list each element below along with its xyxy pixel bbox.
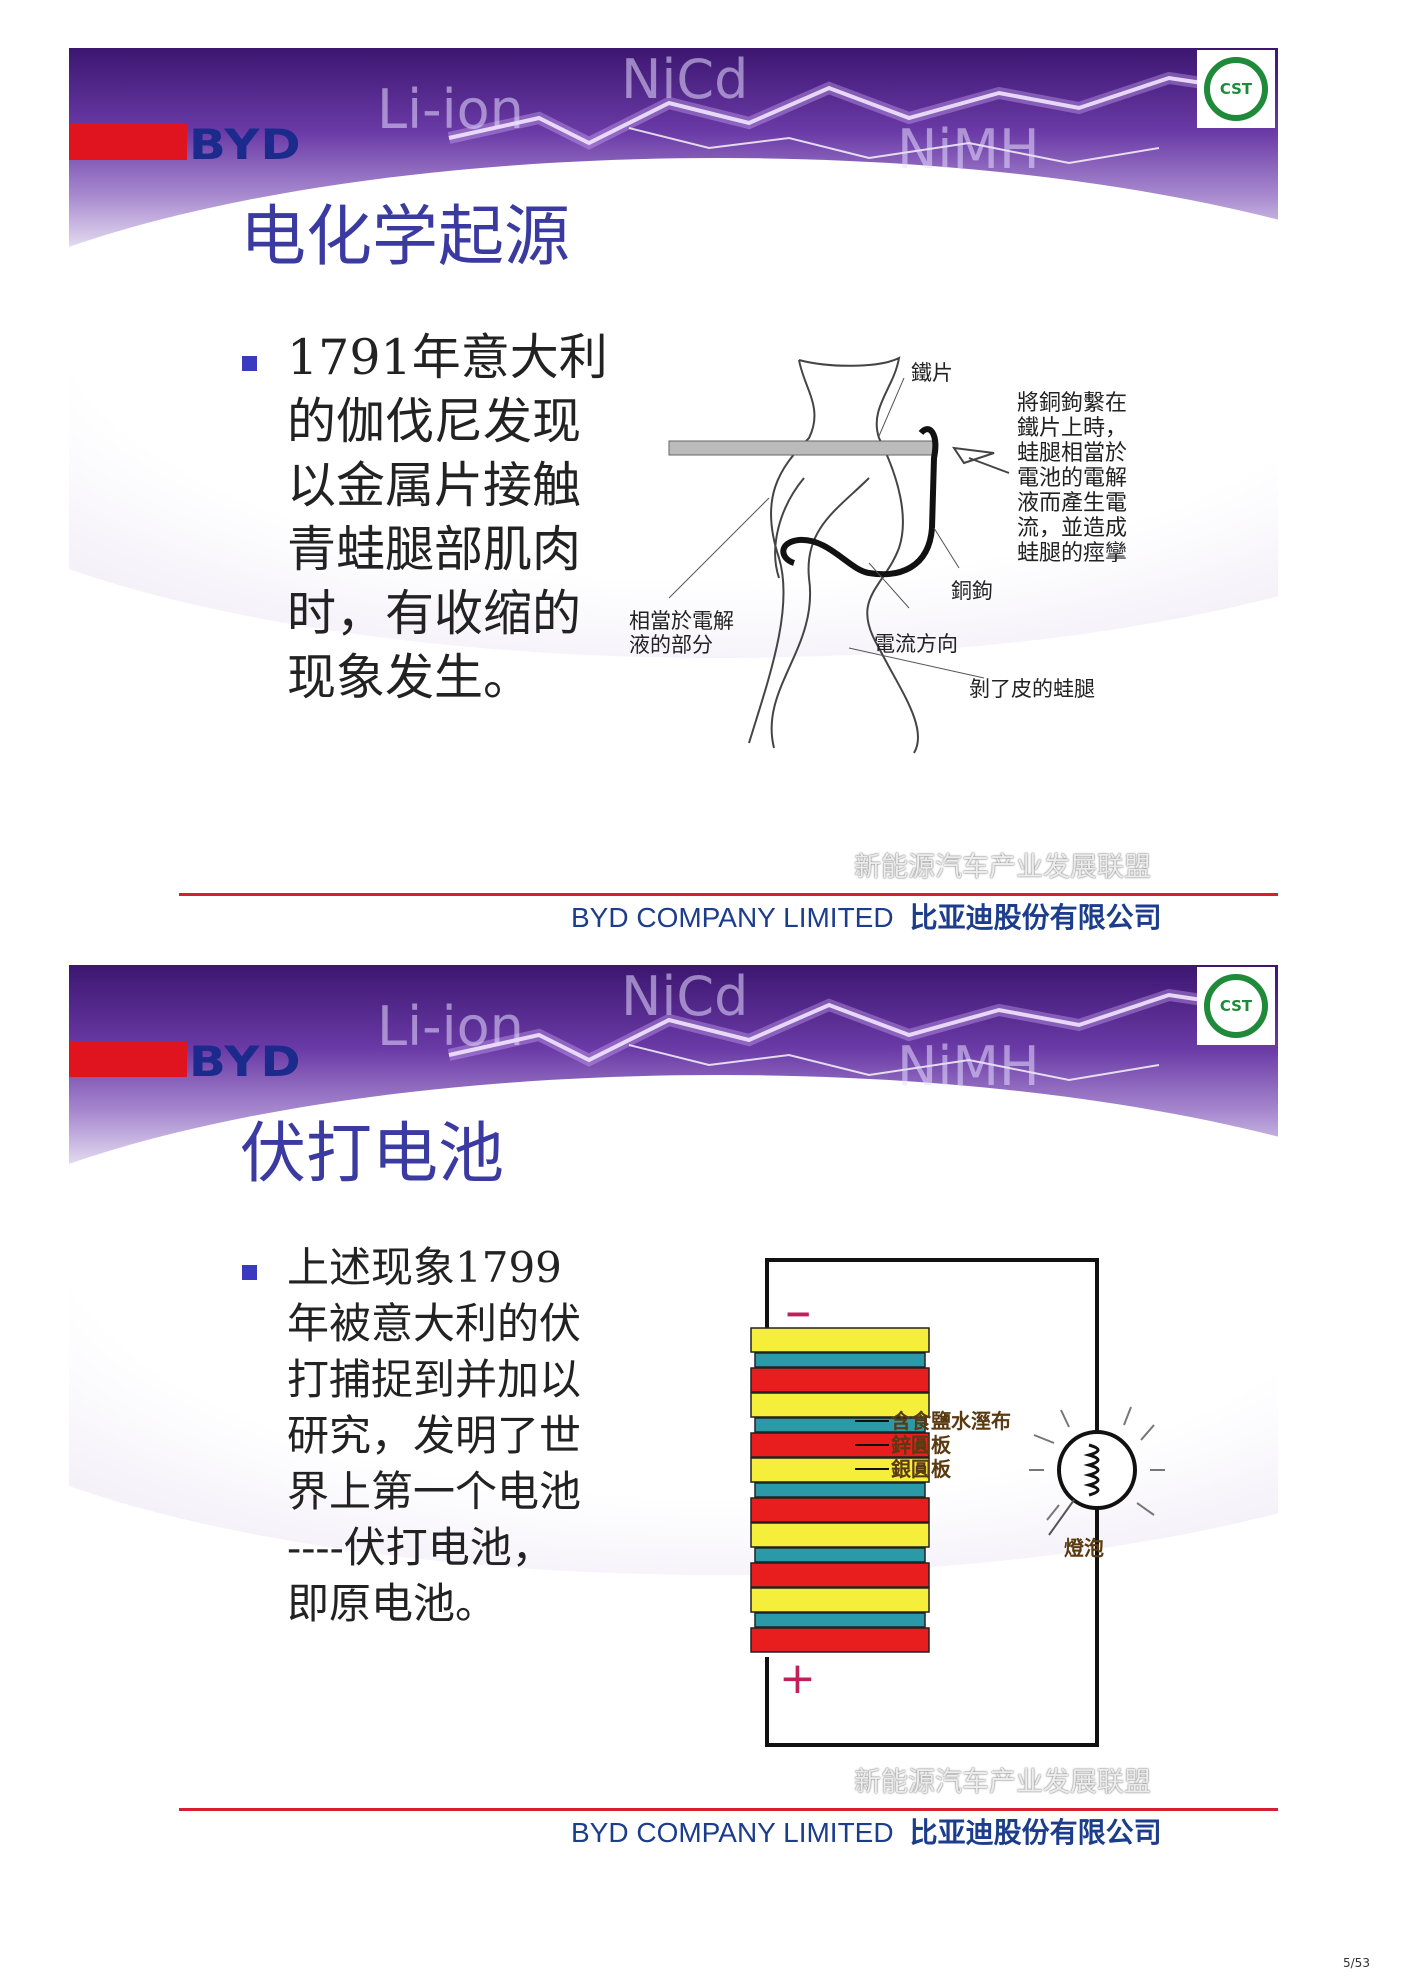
label-bulb: 燈泡 bbox=[1064, 1536, 1104, 1560]
bullet-text: 1791年意大利 的伽伐尼发现 以金属片接触 青蛙腿部肌肉 时，有收缩的 现象发… bbox=[287, 329, 608, 706]
lightning-decoration bbox=[447, 71, 1270, 165]
watermark: 新能源汽车产业发展联盟 bbox=[854, 852, 1151, 883]
footer-divider bbox=[179, 1808, 1278, 1811]
pile-layer-cloth bbox=[754, 1612, 926, 1628]
label-current-direction: 電流方向 bbox=[874, 632, 958, 656]
pile-layer-silver bbox=[750, 1457, 930, 1483]
galvani-frog-diagram: 鐵片 銅鉤 電流方向 剝了皮的蛙腿 相當於電解 液的部分 將銅鉤繫在 鐵片上時，… bbox=[629, 356, 1127, 754]
red-accent-bar bbox=[69, 124, 187, 160]
label-skinned-frog-leg: 剝了皮的蛙腿 bbox=[969, 677, 1095, 701]
bullet-text: 上述现象1799 年被意大利的伏 打捕捉到并加以 研究，发明了世 界上第一个电池… bbox=[287, 1243, 582, 1628]
svg-text:蛙腿的痙攣: 蛙腿的痙攣 bbox=[1017, 541, 1127, 566]
pile-layer-zinc bbox=[750, 1627, 930, 1653]
plus-terminal: + bbox=[779, 1653, 816, 1704]
svg-text:蛙腿相當於: 蛙腿相當於 bbox=[1017, 441, 1127, 466]
pile-layer-zinc bbox=[750, 1432, 930, 1458]
light-bulb-icon bbox=[1029, 1406, 1165, 1536]
red-accent-bar bbox=[69, 1041, 187, 1077]
pile-layer-silver bbox=[750, 1327, 930, 1353]
bullet-icon bbox=[242, 1265, 257, 1280]
byd-logo: BYD bbox=[189, 120, 302, 169]
label-electrolyte-part: 相當於電解 bbox=[629, 609, 734, 633]
pile-layer-cloth bbox=[754, 1547, 926, 1563]
cst-certification-logo: CST bbox=[1197, 50, 1275, 128]
svg-text:電池的電解: 電池的電解 bbox=[1017, 466, 1127, 491]
svg-text:鐵片上時，: 鐵片上時， bbox=[1017, 416, 1127, 441]
ghost-word-li-ion: Li-ion bbox=[377, 78, 524, 141]
pile-layer-zinc bbox=[750, 1562, 930, 1588]
slide-2: Li-ion NiCd NiMH BYD CST 伏打电池 上述现象1799 年… bbox=[69, 965, 1278, 1870]
label-saltwater-cloth: 含食鹽水溼布 bbox=[891, 1409, 1011, 1433]
voltaic-pile-diagram: − + 含食鹽水溼布 鋅圓板 銀圓板 燈泡 bbox=[750, 1258, 1165, 1747]
pile-layer-cloth bbox=[754, 1482, 926, 1498]
label-silver-disc: 銀圓板 bbox=[891, 1457, 952, 1481]
svg-text:液而產生電: 液而產生電 bbox=[1017, 491, 1127, 516]
ghost-word-nicd: NiCd bbox=[621, 48, 749, 111]
pile-layer-silver bbox=[750, 1522, 930, 1548]
pile-layer-zinc bbox=[750, 1497, 930, 1523]
ghost-word-nimh: NiMH bbox=[897, 1035, 1040, 1098]
ghost-word-li-ion: Li-ion bbox=[377, 995, 524, 1058]
footer-divider bbox=[179, 893, 1278, 896]
bullet-icon bbox=[242, 356, 257, 371]
slide-1: Li-ion NiCd NiMH BYD CST 电化学起源 1791年意大利 … bbox=[69, 48, 1278, 948]
pile-layer-zinc bbox=[750, 1367, 930, 1393]
watermark: 新能源汽车产业发展联盟 bbox=[854, 1767, 1151, 1798]
lightning-decoration bbox=[447, 988, 1270, 1082]
byd-logo: BYD bbox=[189, 1037, 302, 1086]
slide-title: 电化学起源 bbox=[240, 198, 570, 275]
pile-layer-silver bbox=[750, 1587, 930, 1613]
slide-title: 伏打电池 bbox=[240, 1115, 504, 1192]
pile-layer-cloth bbox=[754, 1352, 926, 1368]
slide-header-banner: Li-ion NiCd NiMH bbox=[69, 48, 1278, 658]
battery-stack bbox=[750, 1327, 930, 1653]
slide-header-banner: Li-ion NiCd NiMH bbox=[69, 965, 1278, 1575]
ghost-word-nimh: NiMH bbox=[897, 118, 1040, 181]
page-number: 5/53 bbox=[1343, 1956, 1370, 1970]
svg-text:將銅鉤繫在: 將銅鉤繫在 bbox=[1017, 391, 1127, 416]
svg-text:流，並造成: 流，並造成 bbox=[1017, 516, 1127, 541]
label-zinc-disc: 鋅圓板 bbox=[891, 1433, 952, 1457]
label-copper-hook: 銅鉤 bbox=[951, 579, 993, 603]
diagram-note: 將銅鉤繫在 鐵片上時， 蛙腿相當於 電池的電解 液而產生電 流，並造成 蛙腿的痙… bbox=[1017, 391, 1127, 566]
label-iron-plate: 鐵片 bbox=[911, 361, 953, 385]
ghost-word-nicd: NiCd bbox=[621, 965, 749, 1028]
cst-certification-logo: CST bbox=[1197, 967, 1275, 1045]
pile-layer-silver bbox=[750, 1392, 930, 1418]
label-electrolyte-part-2: 液的部分 bbox=[629, 633, 713, 657]
